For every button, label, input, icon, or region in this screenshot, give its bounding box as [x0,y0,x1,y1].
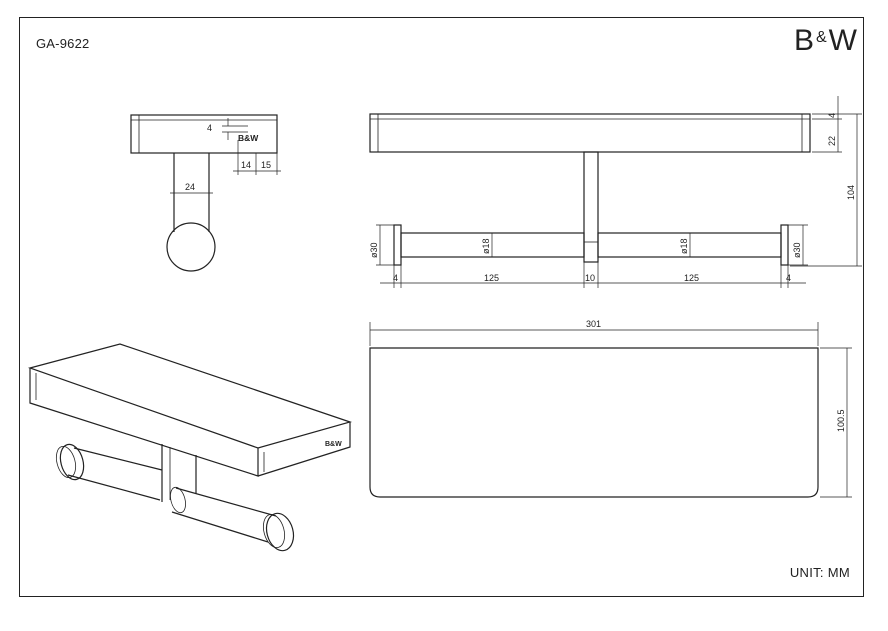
iso-bar-rear [67,447,163,501]
isometric-view: B&W [27,343,353,552]
dim-front-heights [790,96,862,267]
dim-front-diameters [376,224,808,266]
front-shelf [369,113,811,153]
front-end-cap-left [393,224,402,266]
dim-side-post-width-label: 24 [185,182,195,192]
dim-top-depth [820,347,852,498]
iso-end-cap-rear [59,443,85,481]
top-view: 301 100.5 [369,319,852,498]
side-shelf [130,114,278,154]
front-center-post [583,151,599,263]
dim-side-thickness-label: 4 [207,123,212,133]
side-logo-mark: B&W [238,133,259,143]
dim-front-lengths [380,257,806,288]
front-view: 4 22 104 ø30 ø18 ø18 ø30 [369,96,862,288]
dim-top-length [369,322,819,346]
dim-front-end-diameter-left-label: ø30 [369,242,379,258]
front-bar-right [597,232,782,258]
drawing-frame [19,17,864,597]
dim-front-center-width-label: 10 [585,273,595,283]
top-view-shelf [369,347,819,498]
iso-shelf-front [29,368,259,477]
brand-logo: B&W [794,24,858,58]
unit-label: UNIT: MM [789,565,850,580]
dim-front-end-width-right-label: 4 [786,273,791,283]
dim-top-depth-label: 100.5 [836,409,846,432]
dim-side-depth [233,140,281,175]
side-view: B&W 4 14 15 [130,114,281,272]
iso-shelf-side [257,422,351,477]
dim-front-top-offset-label: 4 [827,113,837,118]
dim-side-depth-b-label: 15 [261,160,271,170]
dim-side-depth-a-label: 14 [241,160,251,170]
product-code: GA-9622 [36,36,90,51]
brand-letter-left: B [793,24,815,57]
brand-ampersand: & [816,29,828,46]
iso-post [161,444,197,502]
dim-front-shelf-height-label: 22 [827,136,837,146]
dim-front-end-diameter-right-label: ø30 [792,242,802,258]
iso-bar-front [171,487,277,543]
iso-logo-mark: B&W [325,441,342,448]
brand-letter-right: W [828,24,858,57]
front-end-cap-right [780,224,789,266]
dim-front-end-width-left-label: 4 [393,273,398,283]
dim-front-bar-length-left-label: 125 [484,273,499,283]
iso-shelf-top [27,343,353,449]
dim-top-length-label: 301 [586,319,601,329]
front-bar-left [400,232,585,258]
dim-front-total-height-label: 104 [846,185,856,200]
dim-front-bar-diameter-left-label: ø18 [481,238,491,254]
iso-end-cap-front [265,512,295,552]
dim-front-bar-length-right-label: 125 [684,273,699,283]
dim-front-bar-diameter-right-label: ø18 [679,238,689,254]
side-end-cap [166,222,216,272]
dim-side-thickness [222,118,248,140]
